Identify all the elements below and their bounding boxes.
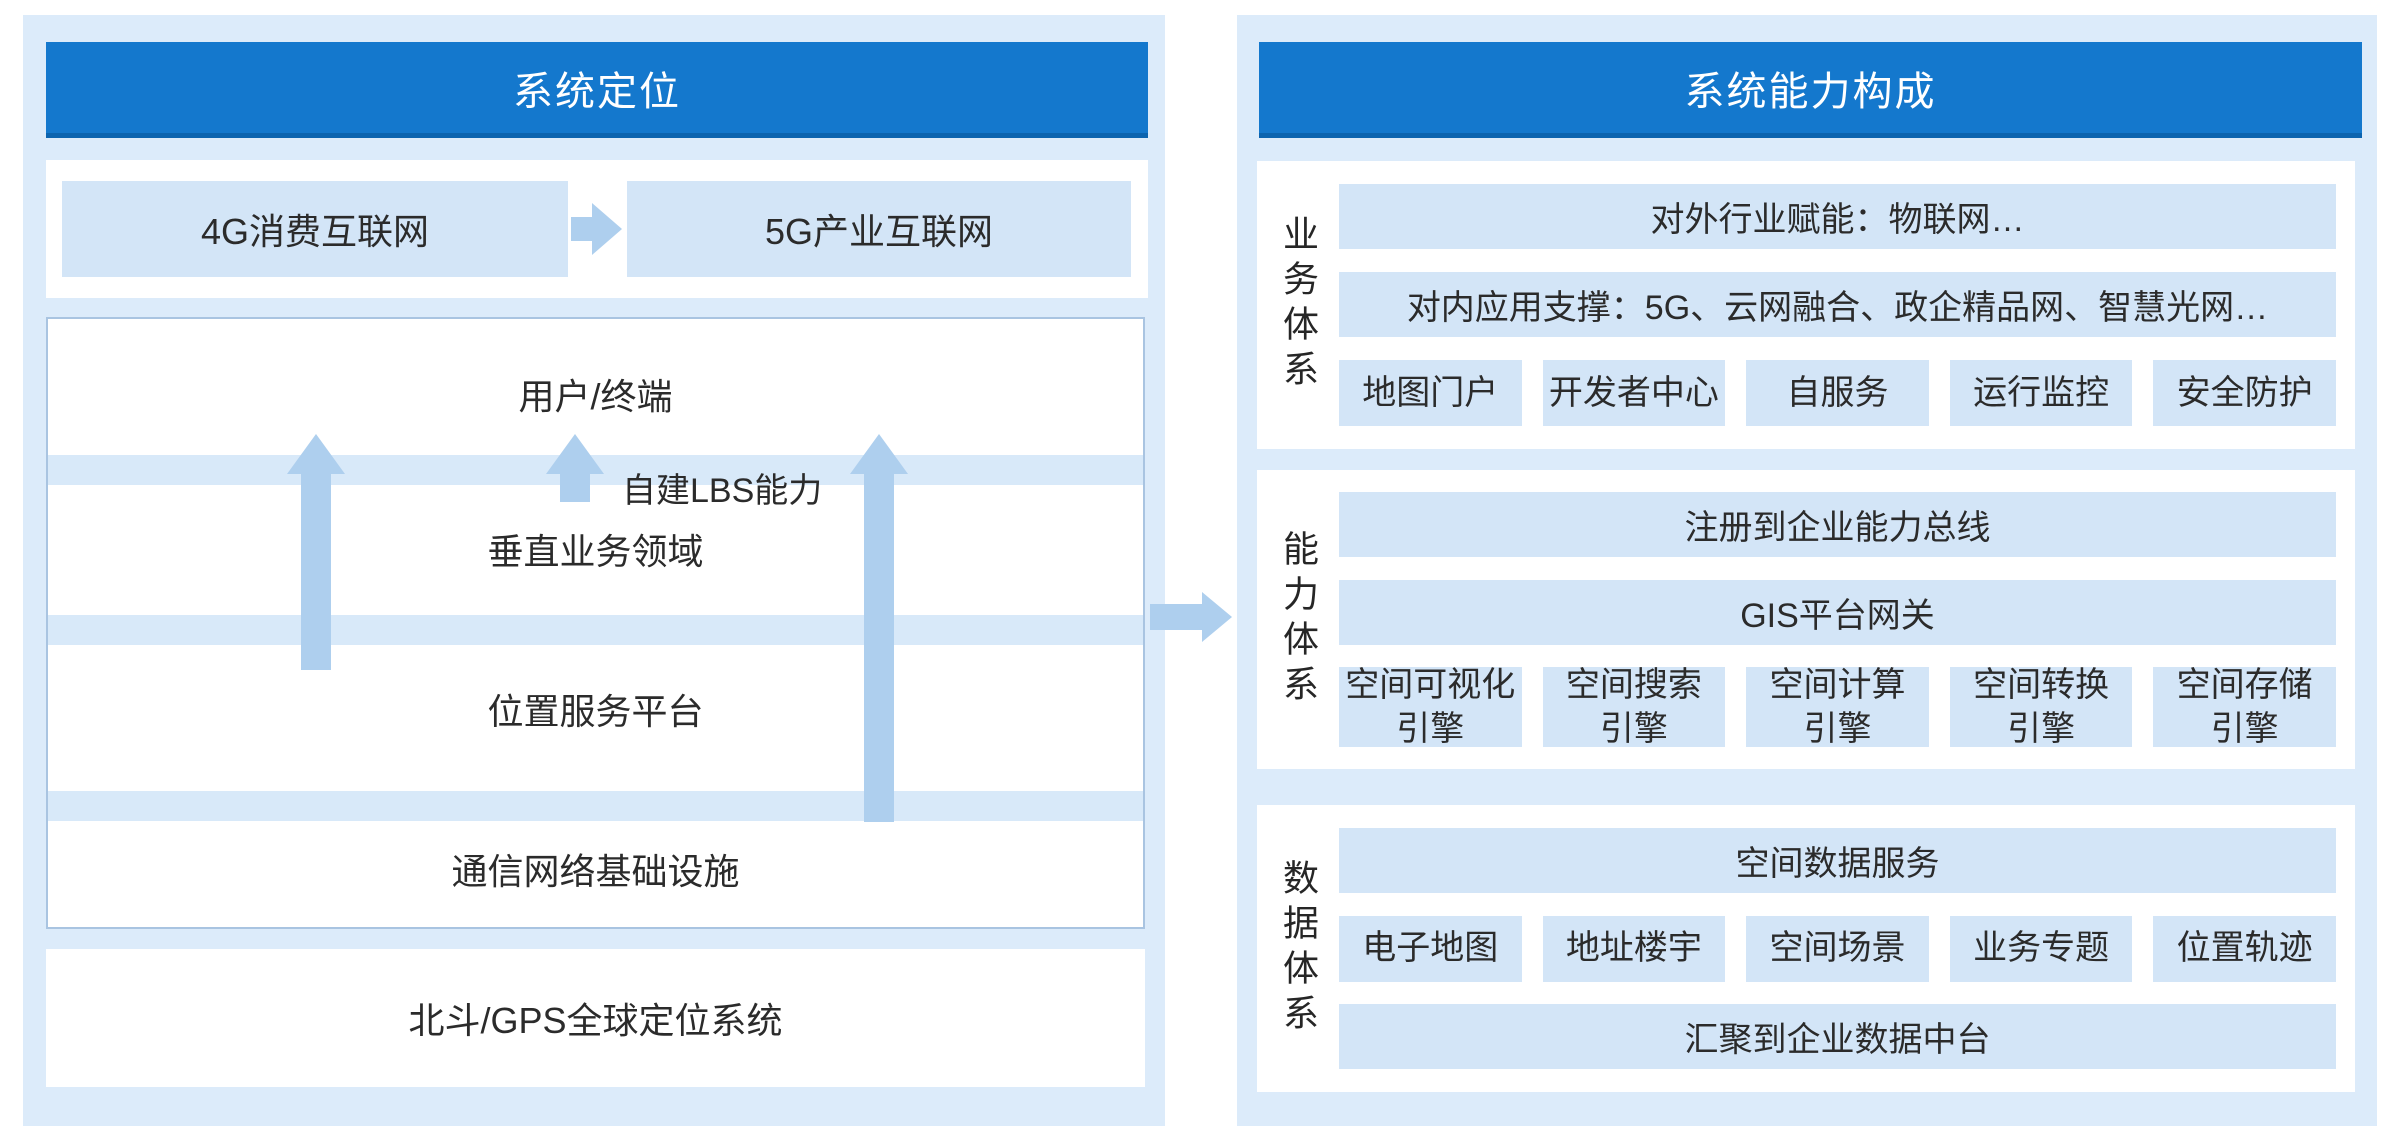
capability-box: 开发者中心 bbox=[1542, 360, 1726, 426]
system-positioning-panel: 系统定位 4G消费互联网 5G产业互联网 bbox=[23, 15, 1165, 1126]
internet-evolution-flow: 4G消费互联网 5G产业互联网 bbox=[46, 160, 1148, 298]
arrow-shaft bbox=[864, 474, 894, 822]
arrow-head bbox=[546, 434, 604, 474]
bar-spatial-data-service: 空间数据服务 bbox=[1339, 827, 2336, 893]
arrow-shaft bbox=[301, 474, 331, 670]
layered-stack-box: 用户/终端 自建LBS能力 垂直业务领域 位置服务平台 通信网络基础设施 bbox=[46, 317, 1145, 929]
data-box: 空间场景 bbox=[1746, 915, 1929, 982]
arrow-shaft bbox=[571, 216, 592, 241]
capability-box: 自服务 bbox=[1746, 360, 1929, 426]
engine-box: 空间计算 引擎 bbox=[1746, 666, 1929, 748]
capability-box: 地图门户 bbox=[1339, 360, 1522, 426]
bar-external-enablement: 对外行业赋能：物联网… bbox=[1339, 184, 2336, 249]
bar-internal-support: 对内应用支撑：5G、云网融合、政企精品网、智慧光网… bbox=[1339, 272, 2336, 337]
data-asset-row: 电子地图 地址楼宇 空间场景 业务专题 位置轨迹 bbox=[1339, 915, 2336, 982]
arrow-head bbox=[287, 434, 345, 474]
section-vertical-label: 数据体系 bbox=[1278, 858, 1319, 1039]
layer-self-built-lbs: 自建LBS能力 bbox=[622, 472, 823, 510]
panel-connector-right-arrow-icon bbox=[1150, 592, 1232, 642]
layer-network-infrastructure: 通信网络基础设施 bbox=[451, 851, 740, 892]
data-box: 地址楼宇 bbox=[1542, 915, 1726, 982]
engine-box: 空间搜索 引擎 bbox=[1542, 666, 1726, 748]
up-arrow-icon bbox=[546, 434, 604, 502]
engine-box: 空间存储 引擎 bbox=[2153, 666, 2336, 748]
right-panel-header: 系统能力构成 bbox=[1259, 42, 2362, 138]
layer-divider-band bbox=[48, 615, 1143, 645]
bar-gis-gateway: GIS平台网关 bbox=[1339, 579, 2336, 645]
right-panel-title: 系统能力构成 bbox=[1684, 69, 1937, 114]
data-box: 位置轨迹 bbox=[2153, 915, 2336, 982]
layer-divider-band bbox=[48, 791, 1143, 821]
arrow-head bbox=[850, 434, 908, 474]
engine-box: 空间可视化 引擎 bbox=[1339, 666, 1522, 748]
gps-foundation-box: 北斗/GPS全球定位系统 bbox=[46, 949, 1145, 1087]
section-data-system: 数据体系 空间数据服务 电子地图 地址楼宇 空间场景 业务专题 位置轨迹 汇聚到… bbox=[1257, 805, 2355, 1092]
arrow-shaft bbox=[560, 474, 590, 502]
section-vertical-label: 能力体系 bbox=[1278, 529, 1319, 710]
section-vertical-label: 业务体系 bbox=[1278, 215, 1319, 395]
engine-box: 空间转换 引擎 bbox=[1949, 666, 2133, 748]
capability-box: 安全防护 bbox=[2153, 360, 2336, 426]
flow-box-5g: 5G产业互联网 bbox=[627, 181, 1131, 277]
capability-box: 运行监控 bbox=[1949, 360, 2133, 426]
section-capability-system: 能力体系 注册到企业能力总线 GIS平台网关 空间可视化 引擎 空间搜索 引擎 … bbox=[1257, 470, 2355, 769]
arrow-shaft bbox=[1150, 604, 1202, 630]
section-business-system: 业务体系 对外行业赋能：物联网… 对内应用支撑：5G、云网融合、政企精品网、智慧… bbox=[1257, 161, 2355, 449]
data-box: 业务专题 bbox=[1949, 915, 2133, 982]
layer-user-terminal: 用户/终端 bbox=[518, 376, 673, 417]
engine-row: 空间可视化 引擎 空间搜索 引擎 空间计算 引擎 空间转换 引擎 空间存储 引擎 bbox=[1339, 666, 2336, 748]
business-capability-row: 地图门户 开发者中心 自服务 运行监控 安全防护 bbox=[1339, 360, 2336, 426]
data-box: 电子地图 bbox=[1339, 915, 1522, 982]
arrow-head bbox=[592, 202, 622, 255]
layer-vertical-business: 垂直业务领域 bbox=[487, 531, 704, 572]
arrow-head bbox=[1202, 592, 1232, 642]
flow-right-arrow-icon bbox=[571, 202, 622, 255]
layer-location-platform: 位置服务平台 bbox=[487, 691, 704, 732]
left-panel-header: 系统定位 bbox=[46, 42, 1148, 138]
bar-enterprise-data-platform: 汇聚到企业数据中台 bbox=[1339, 1004, 2336, 1070]
left-panel-title: 系统定位 bbox=[513, 69, 681, 114]
flow-box-4g: 4G消费互联网 bbox=[62, 181, 568, 277]
up-arrow-icon bbox=[287, 434, 345, 670]
up-arrow-icon bbox=[850, 434, 908, 822]
system-capability-panel: 系统能力构成 业务体系 对外行业赋能：物联网… 对内应用支撑：5G、云网融合、政… bbox=[1237, 15, 2377, 1126]
bar-enterprise-capability-bus: 注册到企业能力总线 bbox=[1339, 492, 2336, 558]
